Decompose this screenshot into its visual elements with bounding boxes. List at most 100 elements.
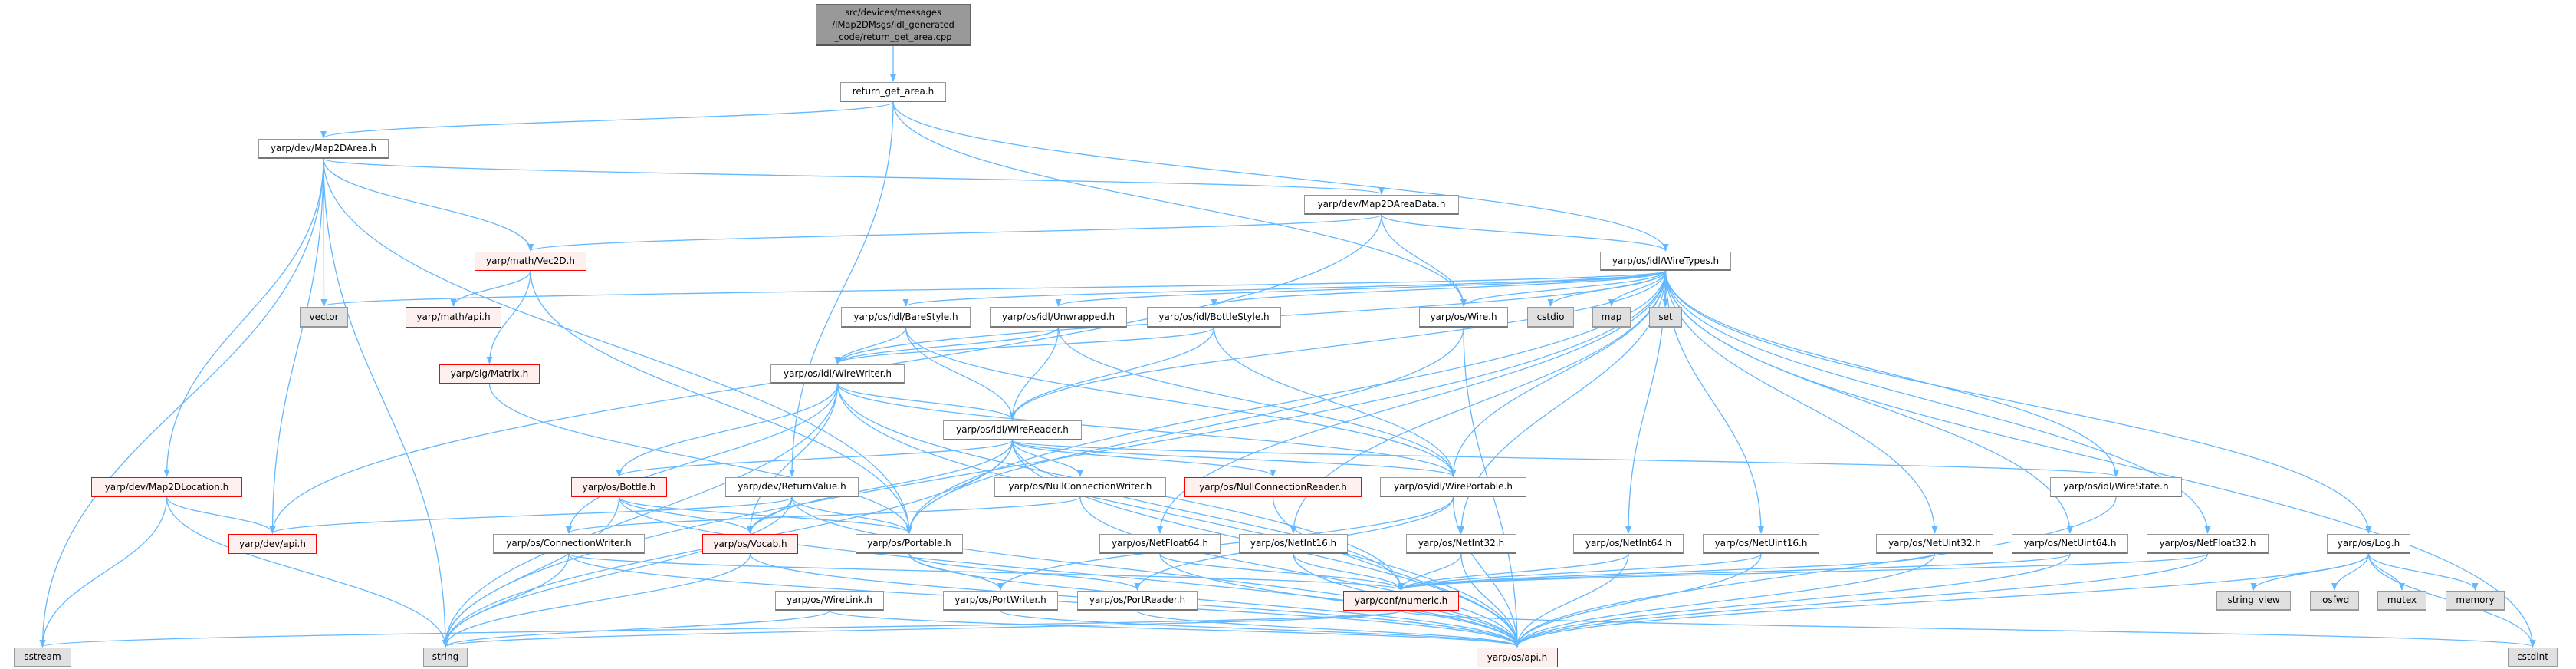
node-netint16[interactable]: yarp/os/NetInt16.h (1239, 534, 1348, 554)
node-netint32[interactable]: yarp/os/NetInt32.h (1406, 534, 1516, 554)
node-label: yarp/os/PortReader.h (1089, 595, 1186, 605)
node-wire[interactable]: yarp/os/Wire.h (1419, 307, 1508, 328)
node-wirelink[interactable]: yarp/os/WireLink.h (775, 591, 884, 611)
edge-areadata-to-wiretypes (1381, 214, 1669, 252)
node-bottle[interactable]: yarp/os/Bottle.h (571, 477, 667, 497)
node-mathapi[interactable]: yarp/math/api.h (406, 307, 501, 328)
edge-portwriter-to-osapi (1000, 610, 1520, 648)
edge-netuint16-to-numeric (1398, 553, 1762, 591)
edge-netint32-to-osapi (1460, 553, 1520, 648)
edge-portable-to-osapi (909, 553, 1520, 648)
node-netfloat64[interactable]: yarp/os/NetFloat64.h (1099, 534, 1221, 554)
node-wirewriter[interactable]: yarp/os/idl/WireWriter.h (770, 364, 905, 384)
edge-returnvalue-to-portable (791, 496, 912, 534)
node-wirereader[interactable]: yarp/os/idl/WireReader.h (943, 420, 1082, 440)
node-unwrapped[interactable]: yarp/os/idl/Unwrapped.h (990, 307, 1127, 328)
node-connwriter[interactable]: yarp/os/ConnectionWriter.h (493, 534, 645, 554)
node-portwriter[interactable]: yarp/os/PortWriter.h (943, 591, 1058, 611)
node-label: yarp/os/idl/Unwrapped.h (1001, 311, 1116, 322)
node-vec2d[interactable]: yarp/math/Vec2D.h (475, 252, 586, 271)
edge-netuint32-to-numeric (1398, 553, 1936, 591)
node-wirestate[interactable]: yarp/os/idl/WireState.h (2050, 477, 2182, 497)
edge-map2darea-to-vec2d (323, 158, 534, 252)
node-nullconnwriter[interactable]: yarp/os/NullConnectionWriter.h (994, 477, 1166, 497)
edge-wirewriter-to-wirereader (836, 383, 1016, 420)
node-label: yarp/math/api.h (416, 311, 491, 322)
node-label: set (1658, 311, 1673, 322)
node-log[interactable]: yarp/os/Log.h (2327, 534, 2410, 554)
edge-numeric-to-string (442, 610, 1402, 648)
node-label: map (1601, 311, 1622, 322)
edge-portable-to-portreader (909, 553, 1141, 591)
node-string-view: string_view (2216, 591, 2291, 611)
node-vocab[interactable]: yarp/os/Vocab.h (702, 534, 798, 554)
node-label: yarp/os/WireLink.h (787, 595, 872, 605)
edge-returnvalue-to-vocab (747, 496, 793, 534)
node-matrix[interactable]: yarp/sig/Matrix.h (439, 364, 540, 384)
node-label: cstdint (2517, 651, 2548, 662)
node-label: yarp/os/NetInt16.h (1250, 538, 1337, 549)
edge-netfloat32-to-osapi (1514, 553, 2209, 648)
edge-netint64-to-numeric (1398, 553, 1629, 591)
node-map2dlocation[interactable]: yarp/dev/Map2DLocation.h (91, 477, 242, 497)
edge-wirereader-to-wireportable (1011, 440, 1457, 477)
node-map2darea[interactable]: yarp/dev/Map2DArea.h (258, 139, 389, 159)
edge-wirereader-to-numeric (1011, 440, 1405, 591)
node-label: yarp/os/api.h (1487, 651, 1548, 663)
node-portreader[interactable]: yarp/os/PortReader.h (1077, 591, 1198, 611)
edge-bottle-to-vocab (618, 496, 754, 534)
node-netuint64[interactable]: yarp/os/NetUint64.h (2012, 534, 2128, 554)
node-nullconnreader[interactable]: yarp/os/NullConnectionReader.h (1184, 477, 1362, 497)
node-label: string (432, 651, 459, 662)
edge-bottle-to-osapi (618, 496, 1520, 648)
node-string: string (423, 648, 468, 667)
edge-netfloat32-to-numeric (1398, 553, 2209, 591)
node-netuint16[interactable]: yarp/os/NetUint16.h (1703, 534, 1819, 554)
edge-wirewriter-to-connwriter (566, 383, 839, 534)
edge-portreader-to-osapi (1136, 610, 1520, 648)
node-label: yarp/os/idl/WirePortable.h (1394, 481, 1513, 492)
node-returnvalue[interactable]: yarp/dev/ReturnValue.h (725, 477, 859, 497)
node-devapi[interactable]: yarp/dev/api.h (228, 534, 317, 554)
edge-rga-to-wire (892, 101, 1467, 307)
edge-bottle-to-string (442, 496, 620, 648)
edge-numeric-to-cstdint (1400, 610, 2535, 648)
edge-netint16-to-numeric (1293, 553, 1405, 591)
node-label: yarp/os/Vocab.h (713, 538, 787, 549)
node-netfloat32[interactable]: yarp/os/NetFloat32.h (2147, 534, 2269, 554)
edge-map2darea-to-sstream (39, 158, 324, 648)
node-bottlestyle[interactable]: yarp/os/idl/BottleStyle.h (1147, 307, 1281, 328)
edge-log-to-iosfwd (2331, 553, 2370, 591)
edge-wirereader-to-portable (906, 440, 1014, 534)
edge-map2dlocation-to-string (166, 496, 449, 648)
node-label: memory (2456, 595, 2495, 605)
node-memory: memory (2446, 591, 2505, 611)
edge-wiretypes-to-vector (321, 270, 1667, 307)
node-label: sstream (24, 651, 61, 662)
edge-nullconnwriter-to-osapi (1079, 496, 1520, 648)
node-label: yarp/os/Portable.h (867, 538, 951, 549)
node-label: yarp/dev/ReturnValue.h (738, 481, 846, 492)
node-barestyle[interactable]: yarp/os/idl/BareStyle.h (841, 307, 971, 328)
node-osapi[interactable]: yarp/os/api.h (1477, 648, 1558, 667)
node-label: yarp/os/PortWriter.h (955, 595, 1046, 605)
node-netint64[interactable]: yarp/os/NetInt64.h (1573, 534, 1684, 554)
edge-areadata-to-vec2d (527, 214, 1382, 252)
node-areadata[interactable]: yarp/dev/Map2DAreaData.h (1304, 195, 1459, 215)
node-wiretypes[interactable]: yarp/os/idl/WireTypes.h (1600, 252, 1731, 271)
node-label: vector (309, 311, 339, 322)
node-portable[interactable]: yarp/os/Portable.h (856, 534, 963, 554)
node-wireportable[interactable]: yarp/os/idl/WirePortable.h (1380, 477, 1526, 497)
node-root: src/devices/messages /IMap2DMsgs/idl_gen… (816, 4, 971, 46)
node-numeric[interactable]: yarp/conf/numeric.h (1343, 591, 1459, 611)
node-rga[interactable]: return_get_area.h (840, 82, 946, 102)
edge-netuint64-to-numeric (1398, 553, 2071, 591)
edge-log-to-memory (2367, 553, 2479, 591)
node-netuint32[interactable]: yarp/os/NetUint32.h (1876, 534, 1993, 554)
edge-wireportable-to-osapi (1452, 496, 1520, 648)
node-label: yarp/dev/Map2DArea.h (270, 143, 377, 153)
node-label: yarp/os/NetUint64.h (2023, 538, 2117, 549)
node-label: string_view (2227, 595, 2280, 605)
node-label: yarp/os/Log.h (2337, 538, 2400, 549)
